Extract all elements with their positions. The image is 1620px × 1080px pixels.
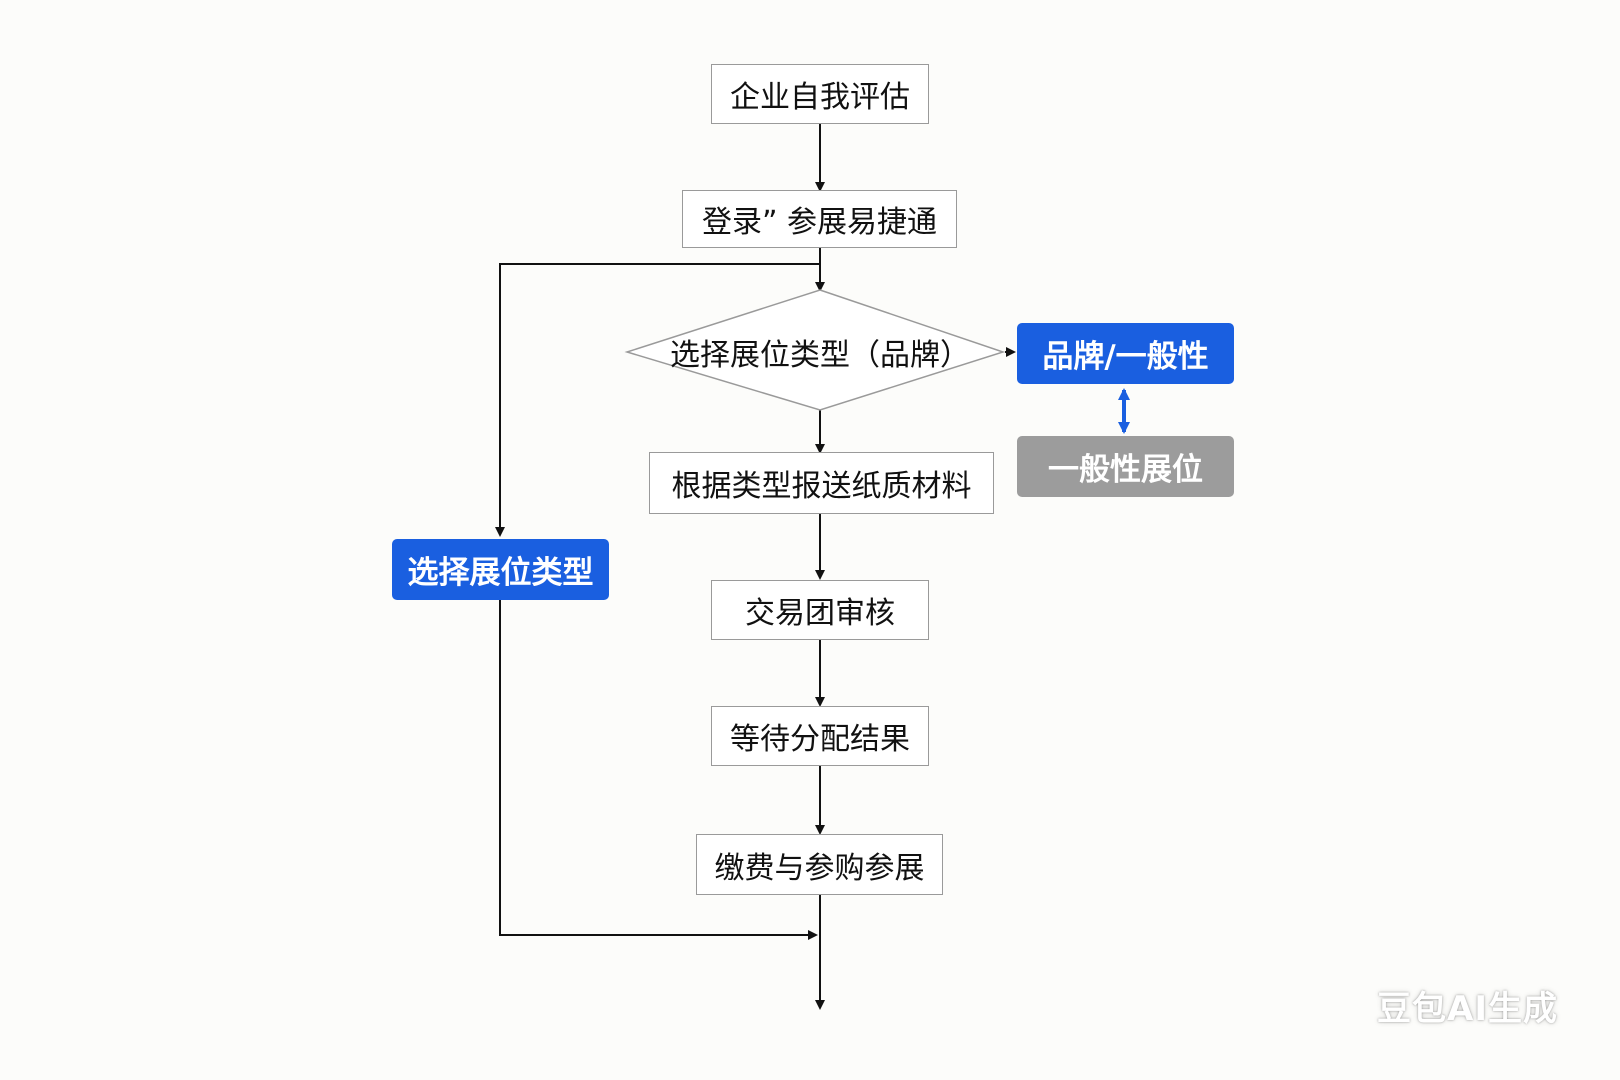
edge-loop-bottom [499, 600, 818, 940]
node-general-booth: 一般性展位 [1017, 436, 1234, 497]
node-select-type: 选择展位类型 [392, 539, 609, 600]
node-login: 登录” 参展易捷通 [682, 190, 957, 248]
node-submit-materials: 根据类型报送纸质材料 [649, 452, 994, 514]
node-review: 交易团审核 [711, 580, 929, 640]
node-decision-label: 选择展位类型（品牌） [670, 338, 970, 373]
node-pay: 缴费与参购参展 [696, 834, 943, 895]
edge-loop-top [495, 263, 820, 537]
node-wait-result: 等待分配结果 [711, 706, 929, 766]
decision-diamond-shape [624, 289, 1006, 411]
node-brand-general: 品牌/一般性 [1017, 323, 1234, 384]
node-self-assessment: 企业自我评估 [711, 64, 929, 124]
watermark-text: 豆包AI生成 [1377, 989, 1558, 1029]
